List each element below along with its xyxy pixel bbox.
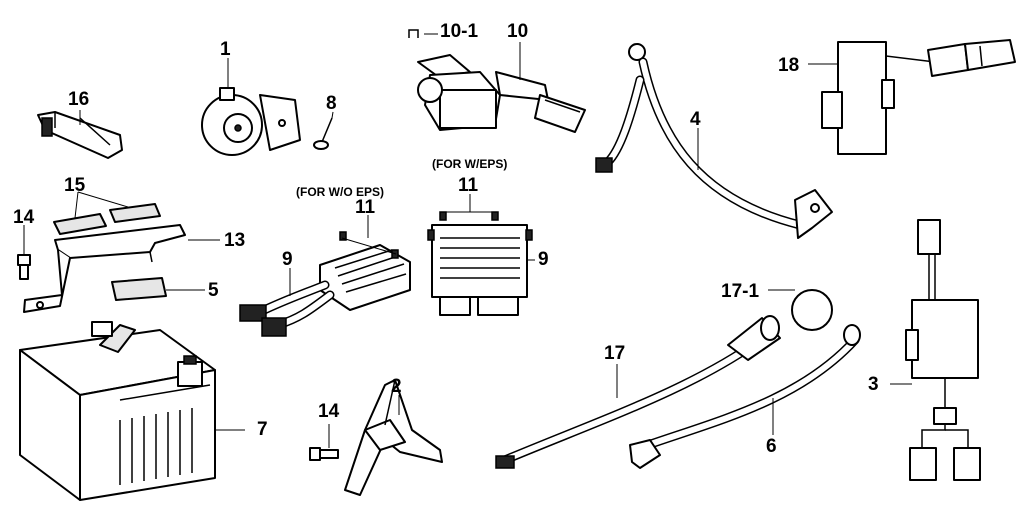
part-label-11-wo-eps: 11 [355, 197, 376, 218]
part-label-14-left: 14 [13, 207, 35, 228]
part-label-9-wo-eps: 9 [282, 249, 293, 270]
part-label-2: 2 [391, 376, 402, 397]
part-label-7: 7 [257, 419, 268, 440]
part-10-relay [417, 54, 586, 133]
part-9-regulator-wo-eps [239, 244, 411, 337]
part-17-1-cap [791, 289, 833, 331]
part-label-6: 6 [766, 436, 777, 457]
part-16-bracket [37, 111, 123, 159]
part-label-17: 17 [604, 343, 626, 364]
part-6-cable [629, 324, 861, 469]
part-4-cable [595, 43, 833, 239]
part-1-horn [201, 87, 301, 156]
part-label-15: 15 [64, 175, 86, 196]
leader-lines [23, 33, 912, 448]
part-label-10-1: 10-1 [440, 21, 479, 42]
part-label-14-right: 14 [318, 401, 340, 422]
part-5-pad [111, 277, 167, 301]
part-label-13: 13 [224, 230, 246, 251]
part-11-screws-w-eps [439, 211, 499, 221]
part-label-1: 1 [220, 39, 231, 60]
part-label-5: 5 [208, 280, 219, 301]
part-label-17-1: 17-1 [721, 281, 760, 302]
part-13-tray [23, 224, 186, 313]
part-9-regulator-w-eps [427, 224, 533, 316]
part-label-4: 4 [690, 109, 701, 130]
part-14-bolt-left [17, 254, 31, 280]
part-3-control-unit [905, 219, 981, 481]
part-label-8: 8 [326, 93, 337, 114]
part-label-10: 10 [507, 21, 529, 42]
part-15-pads [53, 203, 161, 235]
part-label-11-w-eps: 11 [458, 175, 479, 196]
part-10-1-cap-icon [408, 29, 419, 38]
part-8-screw [313, 117, 333, 150]
part-label-18: 18 [778, 55, 800, 76]
part-2-bracket [344, 379, 443, 496]
part-17-cable [495, 315, 781, 469]
part-14-bolt-right [309, 447, 339, 461]
part-18-relay [821, 39, 1016, 155]
part-label-16: 16 [68, 89, 90, 110]
note-with-eps: (FOR W/EPS) [432, 157, 508, 171]
part-7-battery [19, 321, 216, 501]
part-label-3: 3 [868, 374, 879, 395]
note-without-eps: (FOR W/O EPS) [296, 185, 384, 199]
part-label-9-w-eps: 9 [538, 249, 549, 270]
